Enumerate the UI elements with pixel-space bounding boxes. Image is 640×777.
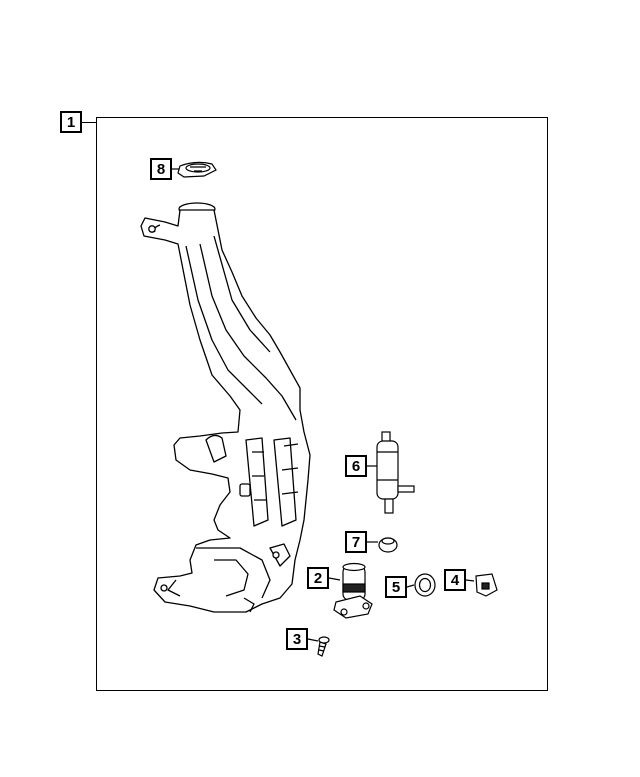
callout-4-label: 4	[444, 569, 466, 591]
callout-2-leader	[328, 577, 341, 581]
grommet-part	[378, 537, 398, 553]
callout-1-leader	[82, 122, 96, 123]
level-sensor-part	[475, 573, 498, 597]
screw-part	[317, 636, 330, 657]
callout-3-label: 3	[286, 628, 308, 650]
callout-6-label: 6	[345, 455, 367, 477]
leader-lines	[172, 168, 475, 642]
washer-pump-motor-part	[333, 562, 373, 619]
washer-pump-part	[376, 431, 415, 514]
callout-5-leader	[406, 584, 415, 588]
callout-2-label: 2	[307, 567, 329, 589]
callout-4-leader	[465, 579, 475, 582]
callout-3-leader	[307, 638, 319, 642]
seal-ring-part	[414, 573, 436, 597]
filler-cap-part	[177, 161, 217, 178]
washer-reservoir-part	[140, 202, 311, 613]
assembly-frame	[96, 117, 548, 691]
callout-1-label: 1	[60, 111, 82, 133]
callout-5-label: 5	[385, 576, 407, 598]
callout-8-label: 8	[150, 158, 172, 180]
callout-7-label: 7	[345, 531, 367, 553]
